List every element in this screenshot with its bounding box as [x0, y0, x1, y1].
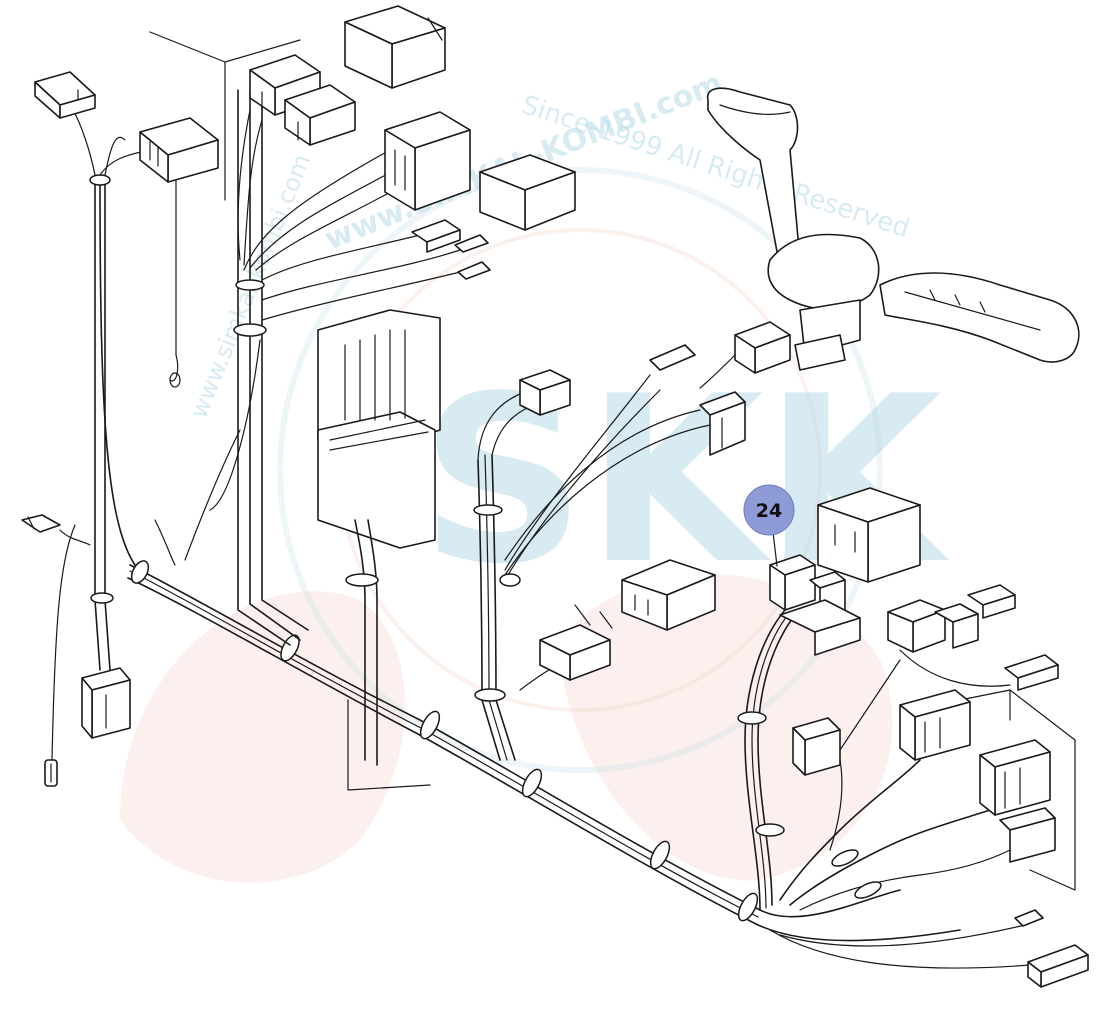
- mounting-frames: [149, 31, 1076, 891]
- small-connector-right: [967, 584, 1059, 691]
- connector-middle-right-top: [699, 321, 791, 389]
- steering-column-switch: [706, 87, 1080, 371]
- small-terminals-top: [411, 219, 491, 280]
- spade-terminal-left: [44, 759, 58, 787]
- callout-24-circle: [743, 484, 795, 536]
- multipin-connector-center: [317, 309, 441, 791]
- connector-middle-low: [539, 604, 613, 681]
- left-harness-branch: [51, 104, 181, 761]
- watermark-leaf-right: [560, 574, 893, 881]
- relay-right-upper: [817, 487, 921, 583]
- connector-right-mid: [887, 599, 979, 653]
- callout-24-label: 24: [756, 500, 782, 522]
- terminal-pair-middle: [649, 344, 746, 456]
- relay-center-right: [479, 154, 576, 231]
- connector-mid-top: [384, 111, 471, 211]
- top-left-connector: [34, 71, 96, 119]
- callout-24: 24: [743, 484, 795, 567]
- connector-part-24: [769, 554, 861, 656]
- connector-8pin-left: [139, 117, 219, 183]
- watermark-leaf-left: [120, 591, 405, 883]
- relay-top-center: [344, 5, 446, 89]
- upper-center-harness: [154, 89, 469, 646]
- connector-cluster-top: [249, 54, 356, 146]
- inline-fuse-connector: [21, 514, 61, 533]
- terminal-bottom-right: [1014, 909, 1089, 988]
- right-side-harness: [737, 609, 1031, 969]
- watermark-ring: [277, 167, 883, 773]
- connector-stack-right: [899, 689, 1056, 863]
- relay-bottom-left: [81, 667, 131, 739]
- callout-24-leader: [772, 531, 778, 567]
- connector-middle-upper: [519, 369, 571, 416]
- relay-middle: [621, 559, 716, 631]
- connector-lower-center-right: [792, 717, 841, 776]
- main-trunk-harness: [127, 560, 961, 942]
